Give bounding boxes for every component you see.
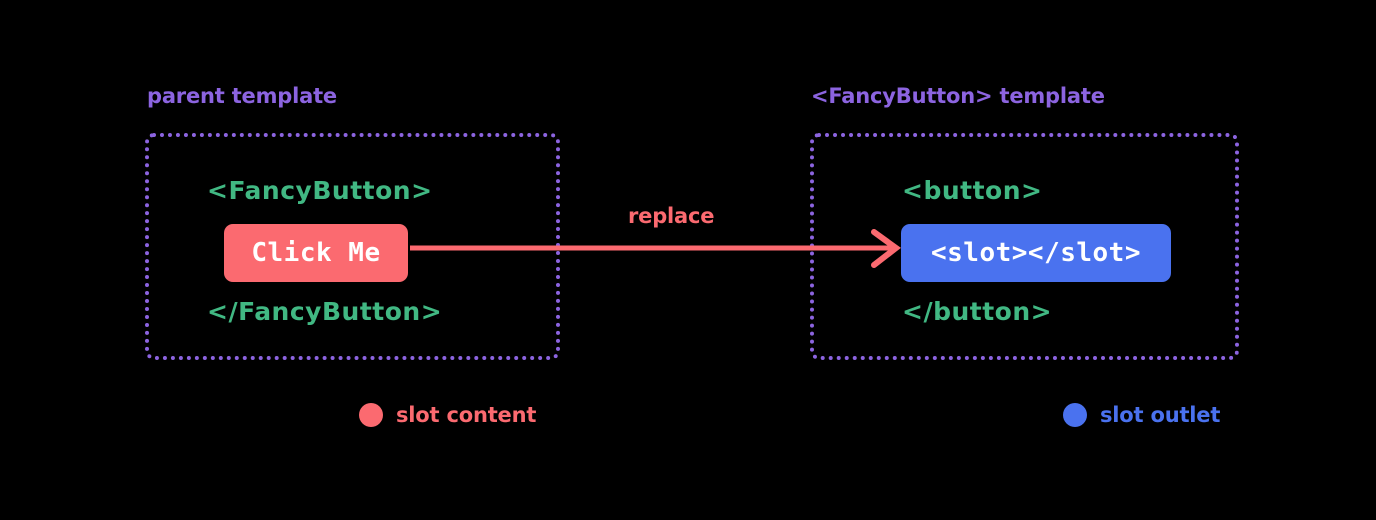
fancybutton-template-title: <FancyButton> template bbox=[811, 84, 1105, 108]
fancybutton-template-panel: <button> <slot></slot> </button> bbox=[810, 133, 1239, 360]
legend-item-slot-content: slot content bbox=[359, 403, 536, 427]
button-open-tag: <button> bbox=[902, 176, 1043, 205]
slot-content-chip[interactable]: Click Me bbox=[224, 224, 408, 282]
slot-outlet-chip[interactable]: <slot></slot> bbox=[901, 224, 1171, 282]
fancybutton-open-tag: <FancyButton> bbox=[207, 176, 433, 205]
parent-template-panel-content: <FancyButton> Click Me </FancyButton> bbox=[149, 137, 556, 356]
replace-arrow-label: replace bbox=[628, 204, 715, 228]
legend-label-slot-content: slot content bbox=[396, 403, 537, 427]
parent-template-title: parent template bbox=[147, 84, 337, 108]
fancybutton-template-panel-content: <button> <slot></slot> </button> bbox=[814, 137, 1235, 356]
slot-content-dot-icon bbox=[359, 403, 383, 427]
parent-template-panel: <FancyButton> Click Me </FancyButton> bbox=[145, 133, 560, 360]
button-close-tag: </button> bbox=[902, 297, 1053, 326]
legend-item-slot-outlet: slot outlet bbox=[1063, 403, 1220, 427]
slot-outlet-dot-icon bbox=[1063, 403, 1087, 427]
legend-label-slot-outlet: slot outlet bbox=[1100, 403, 1221, 427]
fancybutton-close-tag: </FancyButton> bbox=[207, 297, 443, 326]
